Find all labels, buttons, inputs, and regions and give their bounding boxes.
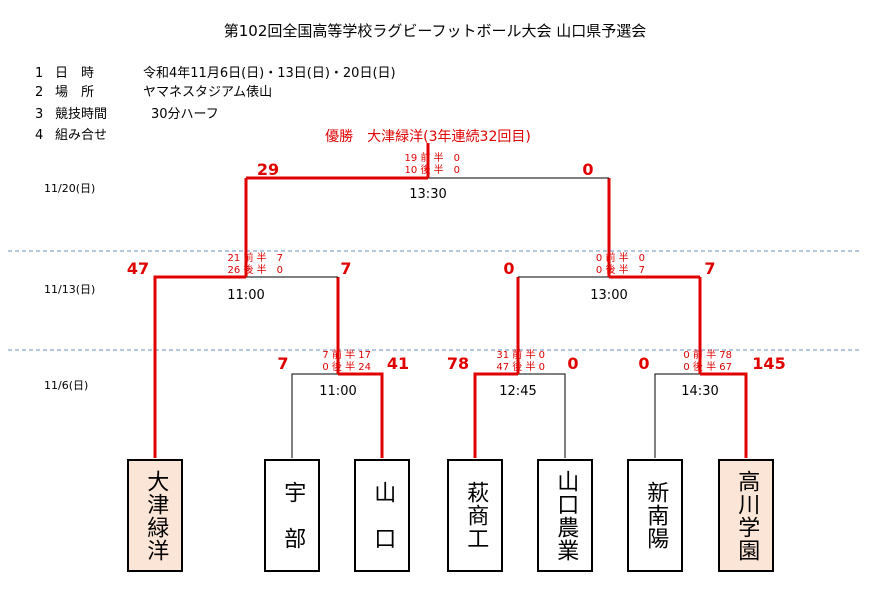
score-final-right: 0 [582,160,594,179]
half-scores-first-round-2: 31 前 半 0 47 後 半 0 [477,350,545,374]
page-title: 第102回全国高等学校ラグビーフットボール大会 山口県予選会 [223,22,647,40]
score-first-round-2-left: 78 [446,354,470,373]
info-number: 3 [35,107,44,122]
half-scores-semifinal-1: 21 前 半 7 26 後 半 0 [205,253,283,277]
second-half-score: 26 後 半 0 [227,265,283,276]
first-half-score: 19 前 半 0 [404,153,460,164]
first-half-score: 0 前 半 78 [683,350,732,361]
champion-label: 優勝 大津緑洋(3年連続32回目) [325,129,531,145]
date-final: 11/20(日) [44,182,96,195]
half-scores-semifinal-2: 0 前 半 0 0 後 半 7 [567,253,645,277]
info-label: 競技時間 [55,107,108,122]
score-semifinal-1-right: 7 [340,259,352,278]
match-time-semifinal-1: 11:00 [227,288,265,303]
team-yamaguchi-nogyo: 山口農業 [537,459,593,572]
info-value: 令和4年11月6日(日)・13日(日)・20日(日) [143,66,396,81]
team-otsu-ryokuyo: 大津緑洋 [127,459,183,572]
info-number: 2 [35,85,44,100]
bracket-line [518,373,566,458]
score-first-round-1-right: 41 [386,354,410,373]
bracket-line [291,373,338,458]
second-half-score: 47 後 半 0 [496,362,545,373]
score-semifinal-2-left: 0 [503,259,515,278]
team-takagawa-gakuen: 高川学園 [718,459,774,572]
bracket-line-win [473,372,518,458]
info-row-venue: 2 場 所 ヤマネスタジアム俵山 [35,81,272,100]
info-row-datetime: 1 日 時 令和4年11月6日(日)・13日(日)・20日(日) [35,62,396,81]
first-half-score: 31 前 半 0 [496,350,545,361]
score-final-left: 29 [256,160,280,179]
info-row-duration: 3 競技時間 30分ハーフ [35,103,219,122]
first-half-score: 7 前 半 17 [322,350,371,361]
team-shinnanyo: 新南陽 [627,459,683,572]
score-first-round-3-right: 145 [752,354,786,373]
bracket-line-win [153,275,246,458]
info-value: ヤマネスタジアム俵山 [143,85,273,100]
second-half-score: 0 後 半 7 [595,265,645,276]
team-yamaguchi: 山 口 [354,459,410,572]
team-ube: 宇 部 [264,459,320,572]
info-number: 4 [35,128,44,143]
score-semifinal-1-left: 47 [126,259,150,278]
second-half-score: 0 後 半 24 [322,362,371,373]
info-row-bracket: 4 組み合せ [35,124,143,143]
score-first-round-2-right: 0 [567,354,579,373]
bracket-line [654,373,700,458]
info-number: 1 [35,66,44,81]
second-half-score: 10 後 半 0 [404,165,460,176]
match-time-first-round-3: 14:30 [681,384,719,399]
info-label: 組み合せ [55,128,108,143]
score-first-round-3-left: 0 [638,354,650,373]
team-hagi-shoko: 萩商工 [447,459,503,572]
half-scores-first-round-3: 0 前 半 78 0 後 半 67 [664,350,732,374]
match-time-final: 13:30 [409,187,447,202]
info-label: 場 所 [55,85,95,100]
date-semifinal: 11/13(日) [44,283,96,296]
half-scores-first-round-1: 7 前 半 17 0 後 半 24 [303,350,371,374]
match-time-first-round-1: 11:00 [319,384,357,399]
bracket-line-win [700,372,748,458]
match-time-semifinal-2: 13:00 [590,288,628,303]
score-semifinal-2-right: 7 [704,259,716,278]
first-half-score: 0 前 半 0 [595,253,645,264]
score-first-round-1-left: 7 [277,354,289,373]
bracket-line-win [338,372,384,458]
match-time-first-round-2: 12:45 [499,384,537,399]
info-value: 30分ハーフ [151,107,219,122]
date-first-round: 11/6(日) [44,379,89,392]
info-label: 日 時 [55,66,95,81]
second-half-score: 0 後 半 67 [683,362,732,373]
half-scores-final: 19 前 半 0 10 後 半 0 [386,153,460,177]
first-half-score: 21 前 半 7 [227,253,283,264]
